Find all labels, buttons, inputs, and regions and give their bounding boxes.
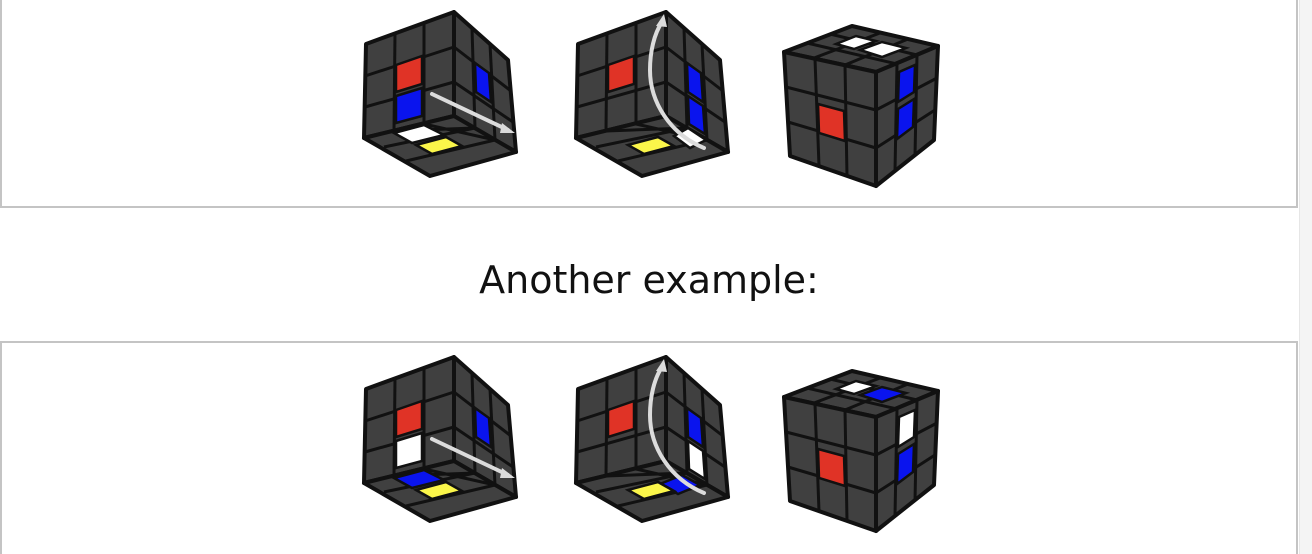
sticker-blue bbox=[394, 86, 424, 125]
figure-example-one bbox=[0, 0, 1298, 208]
sticker-blue bbox=[390, 468, 448, 490]
sticker-yellow bbox=[624, 480, 678, 501]
diagonal-arrow bbox=[430, 437, 515, 478]
sticker-yellow bbox=[624, 135, 678, 156]
sticker-blue bbox=[473, 60, 493, 105]
cube-step-1 bbox=[362, 355, 518, 523]
sticker-blue bbox=[685, 60, 705, 105]
sticker-blue bbox=[895, 441, 916, 487]
sticker-white bbox=[394, 431, 424, 470]
curved-arrow bbox=[647, 359, 706, 495]
cube-step-1 bbox=[362, 10, 518, 178]
diagonal-arrow bbox=[430, 92, 515, 133]
sticker-red bbox=[394, 399, 424, 439]
sticker-yellow bbox=[412, 135, 466, 156]
sticker-blue bbox=[686, 93, 707, 137]
sticker-blue bbox=[896, 63, 917, 105]
sticker-blue bbox=[473, 405, 493, 450]
curved-arrow bbox=[647, 14, 706, 150]
sticker-red bbox=[606, 399, 636, 439]
figure-example-two bbox=[0, 341, 1298, 554]
cube-step-3 bbox=[782, 369, 940, 533]
vertical-scrollbar[interactable] bbox=[1299, 0, 1312, 554]
caption-another-example: Another example: bbox=[479, 258, 819, 302]
sticker-red bbox=[394, 54, 424, 94]
sticker-blue bbox=[856, 385, 911, 404]
sticker-white bbox=[896, 408, 917, 450]
sticker-blue bbox=[895, 96, 916, 142]
sticker-white bbox=[686, 438, 707, 482]
cube-step-3 bbox=[782, 24, 940, 188]
sticker-white bbox=[390, 123, 448, 145]
sticker-red bbox=[816, 447, 847, 488]
sticker-blue bbox=[685, 405, 705, 450]
sticker-red bbox=[816, 102, 847, 143]
cube-step-2 bbox=[574, 355, 730, 523]
sticker-red bbox=[606, 54, 636, 94]
sticker-white bbox=[832, 34, 881, 51]
sticker-white bbox=[856, 40, 911, 59]
sticker-yellow bbox=[412, 480, 466, 501]
sticker-white bbox=[832, 379, 881, 396]
cube-step-2 bbox=[574, 10, 730, 178]
